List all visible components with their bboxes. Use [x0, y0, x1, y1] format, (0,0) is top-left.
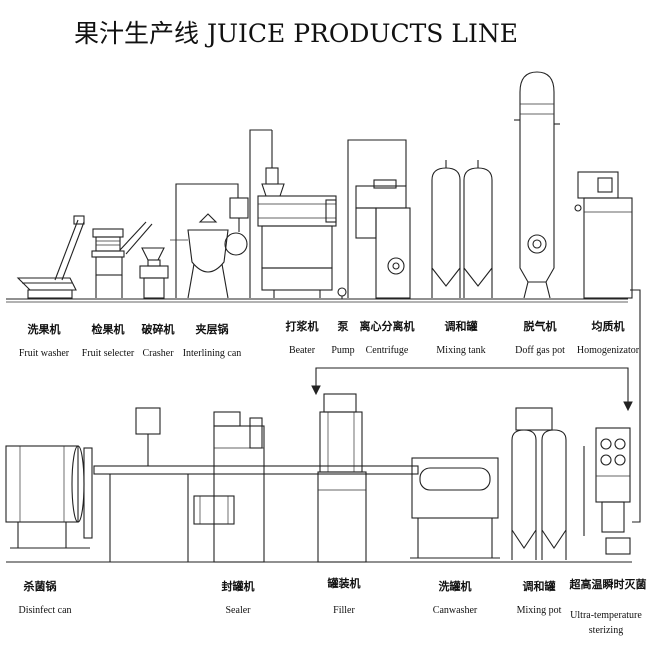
label-en-canwasher: Canwasher [433, 605, 478, 616]
label-en-mixing-pot: Mixing pot [517, 605, 562, 616]
centrifuge-machine [347, 139, 411, 299]
label-en-homogenizator: Homogenizator [577, 345, 640, 356]
fruit-washer-machine [16, 215, 85, 299]
label-zh-fruit-selecter: 检果机 [92, 322, 125, 336]
label-en-ultra-temperature: Ultra-temperature [570, 610, 642, 621]
label-zh-homogenizator: 均质机 [592, 319, 625, 333]
label-zh-sealer: 封罐机 [222, 579, 255, 593]
homogenizator-machine [574, 171, 633, 299]
fruit-selecter-machine [91, 221, 153, 298]
disinfect-can-machine [5, 445, 93, 549]
label-en-mixing-tank: Mixing tank [436, 345, 485, 356]
label-en-fruit-washer: Fruit washer [19, 348, 70, 359]
label-zh-interlining-can: 夹层锅 [196, 322, 229, 336]
bottom-row-labels: 杀菌锅 Disinfect can 封罐机 Sealer 罐装机 Filler … [18, 576, 646, 636]
label-en-centrifuge: Centrifuge [366, 345, 409, 356]
beater-machine [249, 129, 337, 298]
top-row-labels: 洗果机 Fruit washer 检果机 Fruit selecter 破碎机 … [19, 319, 640, 359]
diagram-title: 果汁生产线 JUICE PRODUCTS LINE [74, 19, 518, 48]
filler-machine [317, 393, 367, 563]
label-zh-mixing-pot: 调和罐 [523, 579, 556, 593]
doff-gas-pot-machine [514, 71, 560, 299]
label-zh-pump: 泵 [338, 320, 349, 333]
label-zh-doff-gas-pot: 脱气机 [524, 319, 557, 333]
bottom-process-row [5, 393, 632, 563]
label-en-doff-gas-pot: Doff gas pot [515, 345, 565, 356]
ultra-temperature-sterizing-machine [583, 427, 631, 555]
label-en-pump: Pump [331, 345, 354, 356]
label-en-fruit-selecter: Fruit selecter [82, 348, 135, 359]
label-en-sterizing: sterizing [589, 625, 623, 636]
label-zh-crasher: 破碎机 [142, 322, 175, 336]
label-zh-disinfect-can: 杀菌锅 [24, 579, 57, 593]
canwasher-machine [410, 457, 500, 559]
label-zh-mixing-tank: 调和罐 [445, 319, 478, 333]
label-en-interlining-can: Interlining can [183, 348, 242, 359]
label-zh-fruit-washer: 洗果机 [28, 322, 61, 336]
label-en-beater: Beater [289, 345, 316, 356]
crasher-machine [139, 247, 169, 299]
label-en-disinfect-can: Disinfect can [18, 605, 71, 616]
label-zh-canwasher: 洗罐机 [439, 579, 472, 593]
interlining-can-machine [170, 183, 249, 299]
pump-machine [337, 287, 347, 299]
label-zh-beater: 打浆机 [286, 319, 319, 333]
label-en-filler: Filler [333, 605, 355, 616]
sealer-machine [135, 407, 265, 563]
label-zh-centrifuge: 离心分离机 [360, 319, 415, 333]
mixing-pot-machine [511, 407, 567, 560]
label-en-crasher: Crasher [142, 348, 174, 359]
label-en-sealer: Sealer [226, 605, 252, 616]
top-process-row [6, 71, 641, 523]
label-zh-filler: 罐装机 [327, 576, 361, 590]
mixing-tank-machine [431, 160, 493, 298]
label-zh-ultra-temperature-sterizing: 超高温瞬时灭菌 [569, 577, 647, 591]
